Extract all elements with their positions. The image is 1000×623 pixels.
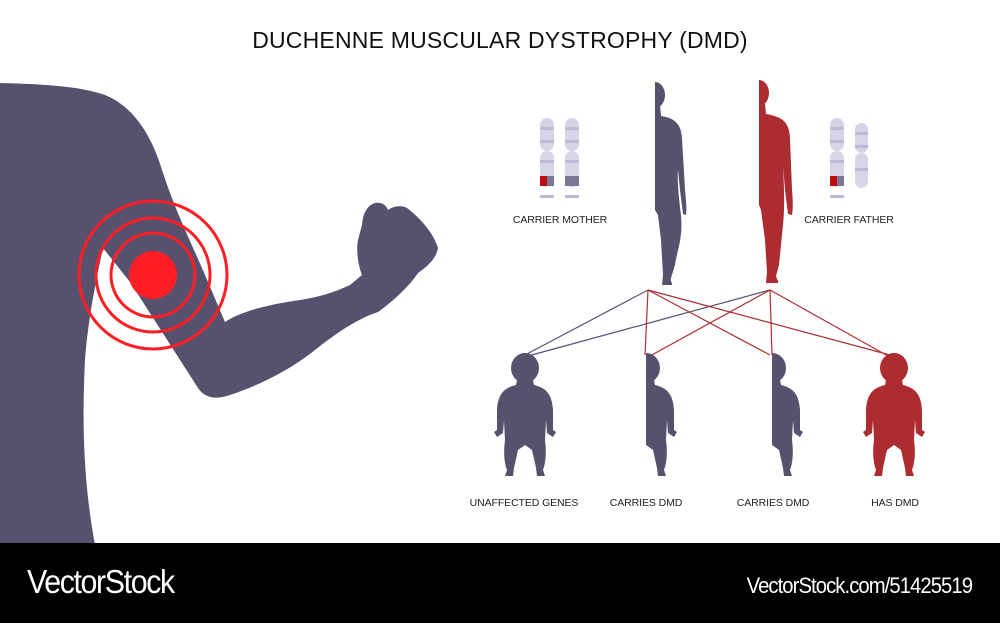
- label-carrier-mother: CARRIER MOTHER: [512, 214, 608, 226]
- mother-chromosomes-icon: [540, 118, 579, 198]
- label-child-carrier-1: CARRIES DMD: [609, 497, 683, 509]
- child-affected: [863, 353, 925, 476]
- child-carrier-2: [772, 353, 803, 476]
- label-child-unaffected: UNAFFECTED GENES: [469, 497, 579, 509]
- brand-logo: VectorStock: [27, 563, 175, 600]
- illustration-canvas: [0, 80, 925, 545]
- page-title: DUCHENNE MUSCULAR DYSTROPHY (DMD): [252, 27, 748, 53]
- pain-indicator-icon: [77, 199, 229, 351]
- child-unaffected: [494, 353, 556, 476]
- label-carrier-father: CARRIER FATHER: [804, 214, 894, 226]
- label-child-affected: HAS DMD: [871, 497, 919, 509]
- arm-silhouette: [0, 83, 438, 545]
- father-figure: [759, 80, 793, 283]
- mother-figure: [655, 82, 687, 285]
- child-carrier-1: [646, 353, 677, 476]
- watermark-footer: VectorStock VectorStock.com/51425519: [0, 543, 1000, 623]
- inheritance-lines: [524, 289, 891, 357]
- image-url: VectorStock.com/51425519: [746, 573, 973, 598]
- father-chromosomes-icon: [830, 118, 868, 198]
- label-child-carrier-2: CARRIES DMD: [736, 497, 810, 509]
